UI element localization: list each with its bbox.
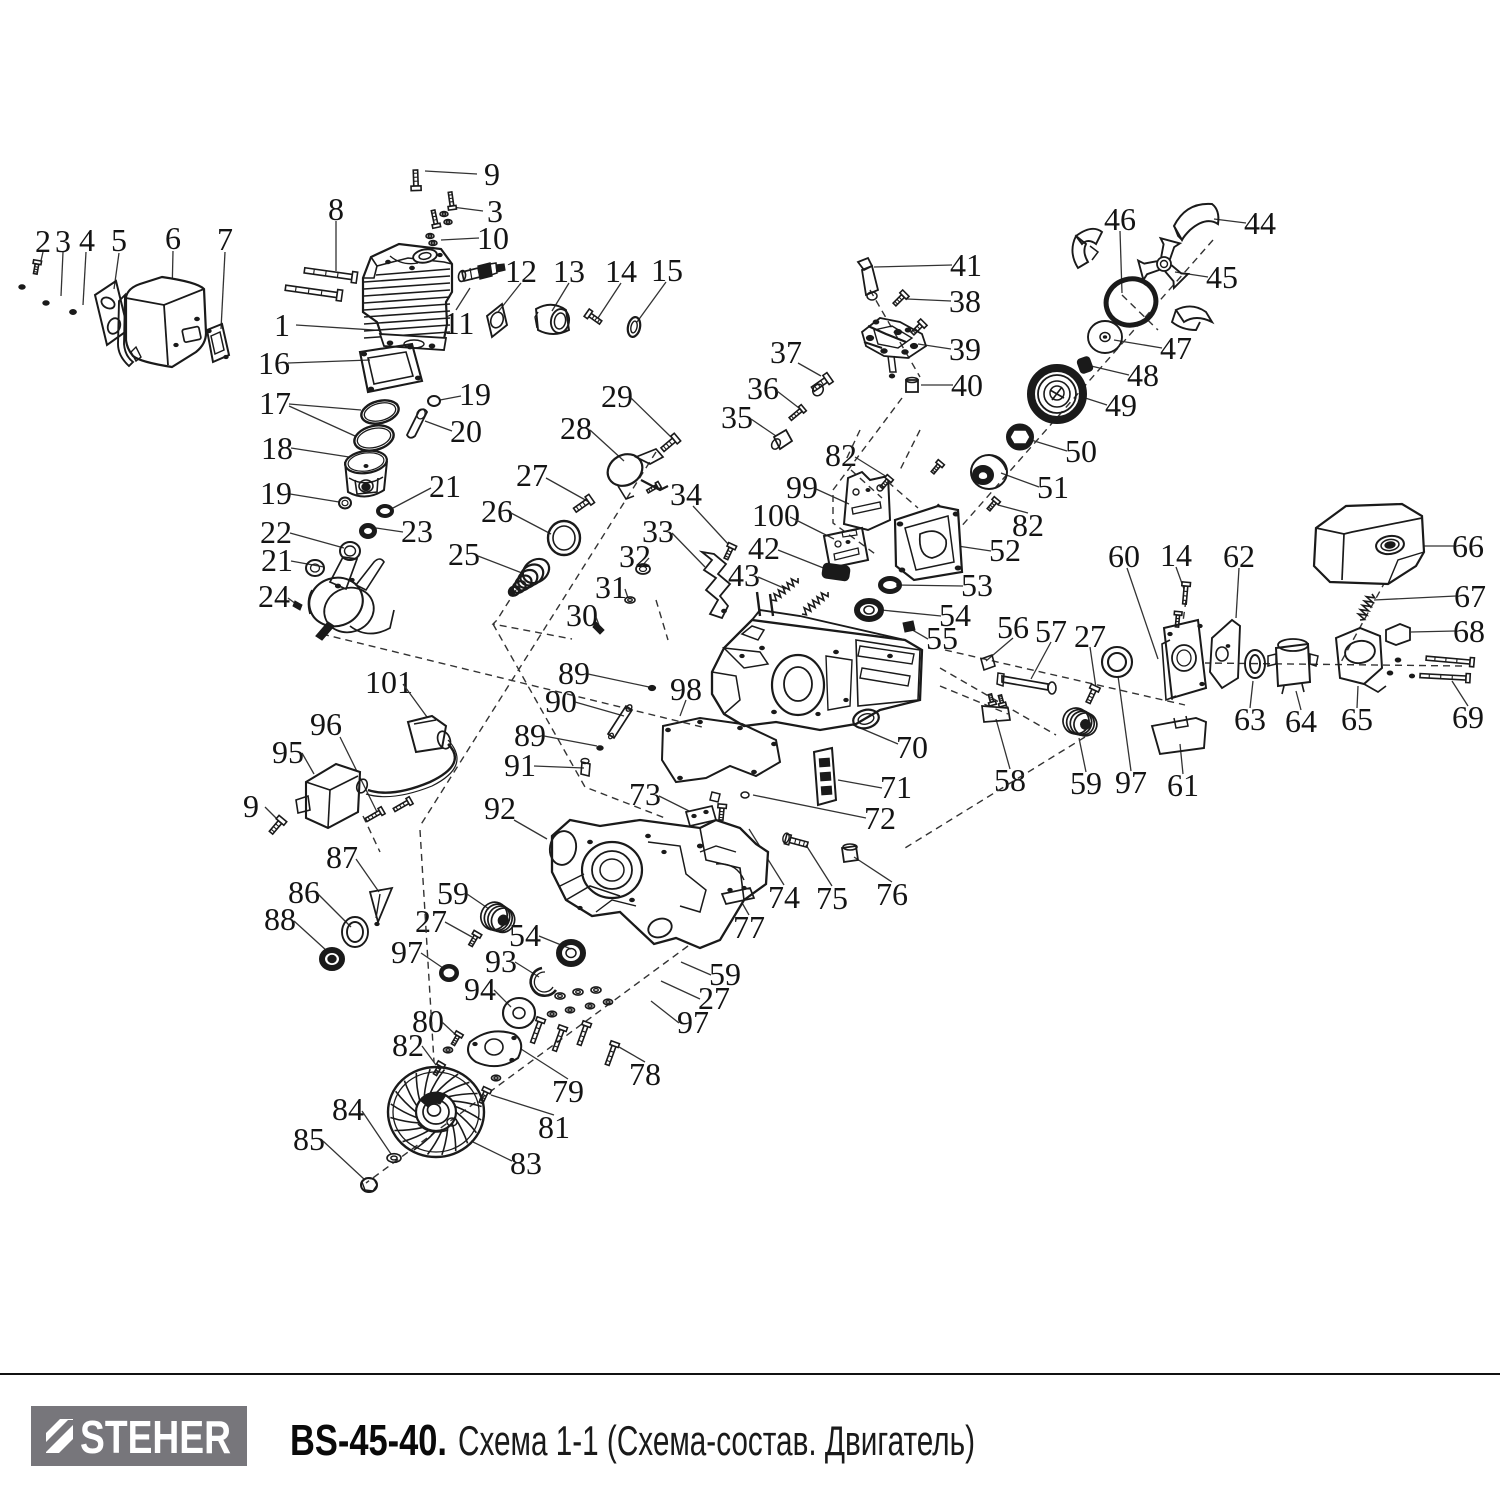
svg-text:85: 85: [293, 1121, 325, 1157]
svg-text:5: 5: [111, 222, 127, 258]
svg-text:29: 29: [601, 378, 633, 414]
svg-text:4: 4: [79, 222, 95, 258]
svg-text:31: 31: [595, 569, 627, 605]
svg-text:35: 35: [721, 399, 753, 435]
svg-text:37: 37: [770, 334, 802, 370]
svg-text:34: 34: [670, 476, 702, 512]
svg-text:41: 41: [950, 247, 982, 283]
svg-text:49: 49: [1105, 387, 1137, 423]
svg-text:82: 82: [825, 437, 857, 473]
svg-text:33: 33: [642, 513, 674, 549]
svg-text:54: 54: [939, 597, 971, 633]
svg-text:15: 15: [651, 252, 683, 288]
svg-text:88: 88: [264, 901, 296, 937]
svg-text:45: 45: [1206, 259, 1238, 295]
svg-text:40: 40: [951, 367, 983, 403]
svg-text:43: 43: [728, 557, 760, 593]
svg-text:47: 47: [1160, 330, 1192, 366]
svg-text:52: 52: [989, 532, 1021, 568]
svg-text:72: 72: [864, 800, 896, 836]
svg-text:89: 89: [558, 655, 590, 691]
svg-text:10: 10: [477, 220, 509, 256]
svg-text:8: 8: [328, 191, 344, 227]
svg-text:27: 27: [415, 903, 447, 939]
svg-text:55: 55: [926, 620, 958, 656]
svg-text:99: 99: [786, 469, 818, 505]
svg-text:9: 9: [243, 788, 259, 824]
svg-text:25: 25: [448, 536, 480, 572]
svg-text:59: 59: [437, 875, 469, 911]
svg-text:96: 96: [310, 706, 342, 742]
svg-text:3: 3: [55, 223, 71, 259]
svg-text:66: 66: [1452, 528, 1484, 564]
svg-text:86: 86: [288, 874, 320, 910]
svg-text:23: 23: [401, 513, 433, 549]
svg-text:87: 87: [326, 839, 358, 875]
svg-text:83: 83: [510, 1145, 542, 1181]
svg-text:27: 27: [516, 457, 548, 493]
svg-text:9: 9: [484, 156, 500, 192]
svg-text:93: 93: [485, 943, 517, 979]
svg-text:91: 91: [504, 747, 536, 783]
svg-text:3: 3: [487, 193, 503, 229]
svg-text:73: 73: [629, 776, 661, 812]
svg-text:1: 1: [274, 307, 290, 343]
svg-text:18: 18: [261, 430, 293, 466]
svg-text:42: 42: [748, 530, 780, 566]
svg-text:80: 80: [412, 1003, 444, 1039]
svg-text:7: 7: [217, 221, 233, 257]
svg-text:82: 82: [392, 1027, 424, 1063]
svg-text:67: 67: [1454, 578, 1486, 614]
svg-text:24: 24: [258, 578, 290, 614]
svg-text:100: 100: [752, 497, 800, 533]
svg-text:95: 95: [272, 734, 304, 770]
svg-text:20: 20: [450, 413, 482, 449]
svg-text:97: 97: [391, 934, 423, 970]
svg-text:22: 22: [260, 514, 292, 550]
svg-text:51: 51: [1037, 469, 1069, 505]
svg-text:84: 84: [332, 1091, 364, 1127]
svg-text:Схема 1-1 (Схема-состав. Двига: Схема 1-1 (Схема-состав. Двигатель): [458, 1417, 975, 1464]
svg-text:36: 36: [747, 370, 779, 406]
svg-text:90: 90: [545, 683, 577, 719]
svg-text:STEHER: STEHER: [80, 1411, 231, 1463]
svg-text:101: 101: [365, 664, 413, 700]
svg-text:48: 48: [1127, 357, 1159, 393]
svg-text:21: 21: [261, 542, 293, 578]
svg-text:19: 19: [459, 376, 491, 412]
svg-text:59: 59: [709, 956, 741, 992]
svg-text:17: 17: [259, 385, 291, 421]
svg-text:53: 53: [961, 567, 993, 603]
svg-text:19: 19: [260, 475, 292, 511]
svg-text:56: 56: [997, 609, 1029, 645]
svg-text:16: 16: [258, 345, 290, 381]
svg-text:92: 92: [484, 790, 516, 826]
svg-text:38: 38: [949, 283, 981, 319]
svg-text:89: 89: [514, 717, 546, 753]
svg-text:68: 68: [1453, 613, 1485, 649]
svg-text:21: 21: [429, 468, 461, 504]
svg-text:27: 27: [698, 980, 730, 1016]
svg-text:97: 97: [677, 1004, 709, 1040]
svg-text:BS-45-40.: BS-45-40.: [290, 1416, 447, 1465]
svg-text:39: 39: [949, 331, 981, 367]
svg-text:2: 2: [35, 223, 51, 259]
svg-text:57: 57: [1035, 613, 1067, 649]
svg-text:50: 50: [1065, 433, 1097, 469]
svg-text:44: 44: [1244, 205, 1276, 241]
svg-text:94: 94: [464, 971, 496, 1007]
svg-text:71: 71: [880, 769, 912, 805]
svg-text:69: 69: [1452, 699, 1484, 735]
svg-text:26: 26: [481, 493, 513, 529]
svg-text:6: 6: [165, 220, 181, 256]
svg-text:60: 60: [1108, 538, 1140, 574]
svg-text:28: 28: [560, 410, 592, 446]
svg-text:70: 70: [896, 729, 928, 765]
